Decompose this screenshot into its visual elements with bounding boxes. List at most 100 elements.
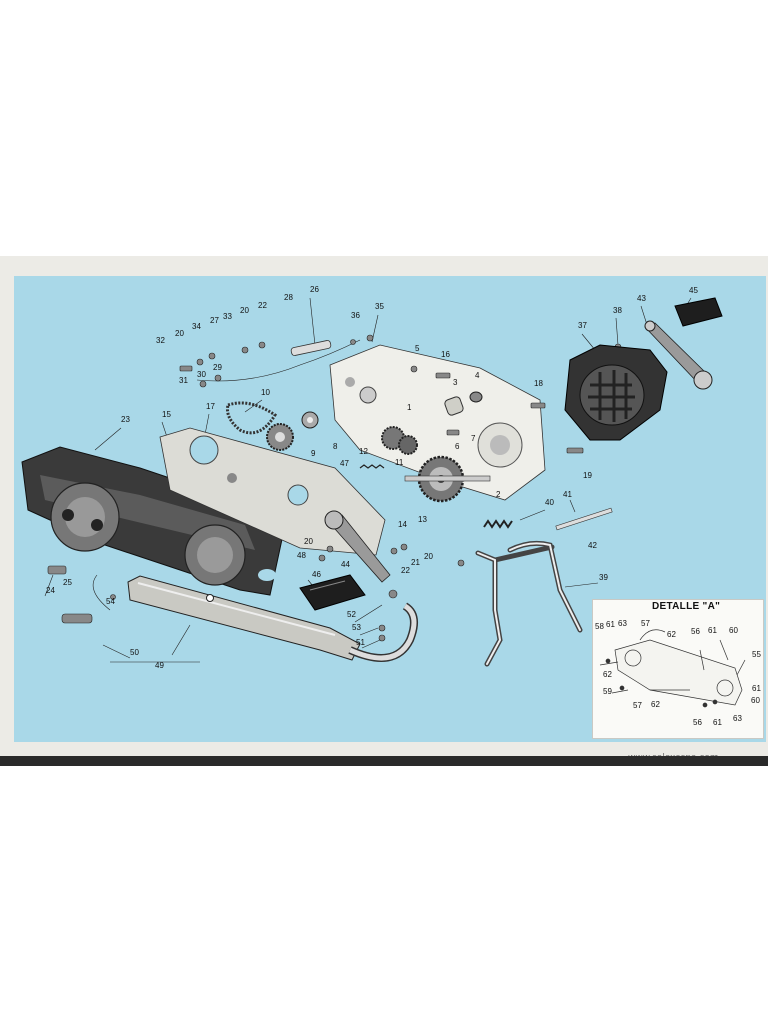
leader-lines xyxy=(44,297,692,663)
callout-c-20c: 20 xyxy=(304,537,313,546)
callout-c-62a: 62 xyxy=(667,630,676,639)
washer-4 xyxy=(469,391,483,403)
callout-c-15: 15 xyxy=(162,410,171,419)
callout-c-44: 44 xyxy=(341,560,350,569)
callout-c-20d: 20 xyxy=(424,552,433,561)
callout-c-45: 45 xyxy=(689,286,698,295)
callout-c-47: 47 xyxy=(340,459,349,468)
callout-c-56b: 56 xyxy=(693,718,702,727)
fan-housing-37 xyxy=(564,344,668,441)
gear-1 xyxy=(381,426,418,455)
callout-c-17: 17 xyxy=(206,402,215,411)
callout-c-37: 37 xyxy=(578,321,587,330)
callout-c-33: 33 xyxy=(223,312,232,321)
callout-c-11: 11 xyxy=(395,458,404,467)
exhaust-pipe-49 xyxy=(127,575,418,662)
callout-c-51: 51 xyxy=(356,638,365,647)
callout-c-49: 49 xyxy=(155,661,164,670)
callout-c-20a: 20 xyxy=(175,329,184,338)
center-stand-39-edge xyxy=(477,542,581,665)
pin-41 xyxy=(555,507,613,531)
callout-c-27: 27 xyxy=(210,316,219,325)
callout-c-54: 54 xyxy=(106,597,115,606)
callout-c-63a: 63 xyxy=(618,619,627,628)
bearing-8 xyxy=(301,411,319,429)
detail-a-title: DETALLE "A" xyxy=(652,601,721,612)
callout-c-14: 14 xyxy=(398,520,407,529)
callout-c-50: 50 xyxy=(130,648,139,657)
callout-c-4: 4 xyxy=(475,371,480,380)
callout-c-25: 25 xyxy=(63,578,72,587)
callout-c-38: 38 xyxy=(613,306,622,315)
callout-c-30: 30 xyxy=(197,370,206,379)
callout-c-41: 41 xyxy=(563,490,572,499)
callout-c-32: 32 xyxy=(156,336,165,345)
crankcase xyxy=(329,344,546,501)
sprocket-9 xyxy=(266,423,294,451)
callout-c-60a: 60 xyxy=(729,626,738,635)
callout-c-55: 55 xyxy=(752,650,761,659)
callout-c-7: 7 xyxy=(471,434,476,443)
callout-c-22a: 22 xyxy=(258,301,267,310)
shaft-26 xyxy=(290,340,332,356)
callout-c-2: 2 xyxy=(496,490,501,499)
callout-c-23: 23 xyxy=(121,415,130,424)
callout-c-28: 28 xyxy=(284,293,293,302)
callout-c-42: 42 xyxy=(588,541,597,550)
callout-c-16: 16 xyxy=(441,350,450,359)
spring-40 xyxy=(483,519,513,529)
callout-c-13: 13 xyxy=(418,515,427,524)
callout-c-63b: 63 xyxy=(733,714,742,723)
chain-10 xyxy=(226,401,278,435)
callout-c-9: 9 xyxy=(311,449,316,458)
callout-c-35: 35 xyxy=(375,302,384,311)
callout-c-20b: 20 xyxy=(240,306,249,315)
callout-c-58: 58 xyxy=(595,622,604,631)
callout-c-61c: 61 xyxy=(752,684,761,693)
callout-c-61d: 61 xyxy=(713,718,722,727)
kick-lever-44 xyxy=(324,510,391,583)
callout-c-19: 19 xyxy=(583,471,592,480)
callout-c-12: 12 xyxy=(359,447,368,456)
callout-c-60b: 60 xyxy=(751,696,760,705)
callout-c-3: 3 xyxy=(453,378,458,387)
callout-c-46: 46 xyxy=(312,570,321,579)
callout-c-21: 21 xyxy=(411,558,420,567)
crank-43 xyxy=(644,320,713,390)
scan-edge-strip xyxy=(0,756,768,766)
bushing-3 xyxy=(444,396,464,416)
callout-c-57b: 57 xyxy=(633,701,642,710)
callout-c-6: 6 xyxy=(455,442,460,451)
pedal-46 xyxy=(299,574,366,611)
callout-c-34: 34 xyxy=(192,322,201,331)
callout-c-5: 5 xyxy=(415,344,420,353)
callout-c-56a: 56 xyxy=(691,627,700,636)
callout-c-31: 31 xyxy=(179,376,188,385)
callout-c-8: 8 xyxy=(333,442,338,451)
callout-c-62c: 62 xyxy=(651,700,660,709)
callout-c-1: 1 xyxy=(407,403,412,412)
callout-c-24: 24 xyxy=(46,586,55,595)
callout-c-43: 43 xyxy=(637,294,646,303)
pedal-45 xyxy=(674,297,723,327)
callout-c-52: 52 xyxy=(347,610,356,619)
callout-c-29: 29 xyxy=(213,363,222,372)
bolts xyxy=(47,334,622,642)
callout-c-40: 40 xyxy=(545,498,554,507)
callout-c-61b: 61 xyxy=(708,626,717,635)
callout-c-57a: 57 xyxy=(641,619,650,628)
chain-cover-23 xyxy=(21,446,285,596)
callout-c-26: 26 xyxy=(310,285,319,294)
callout-c-18: 18 xyxy=(534,379,543,388)
callout-c-61a: 61 xyxy=(606,620,615,629)
detail-a-drawing xyxy=(599,629,746,708)
callout-c-10: 10 xyxy=(261,388,270,397)
callout-c-22b: 22 xyxy=(401,566,410,575)
callout-c-36: 36 xyxy=(351,311,360,320)
center-stand-39 xyxy=(475,540,583,667)
spring-12 xyxy=(359,464,385,469)
callout-c-62b: 62 xyxy=(603,670,612,679)
callout-c-39: 39 xyxy=(599,573,608,582)
